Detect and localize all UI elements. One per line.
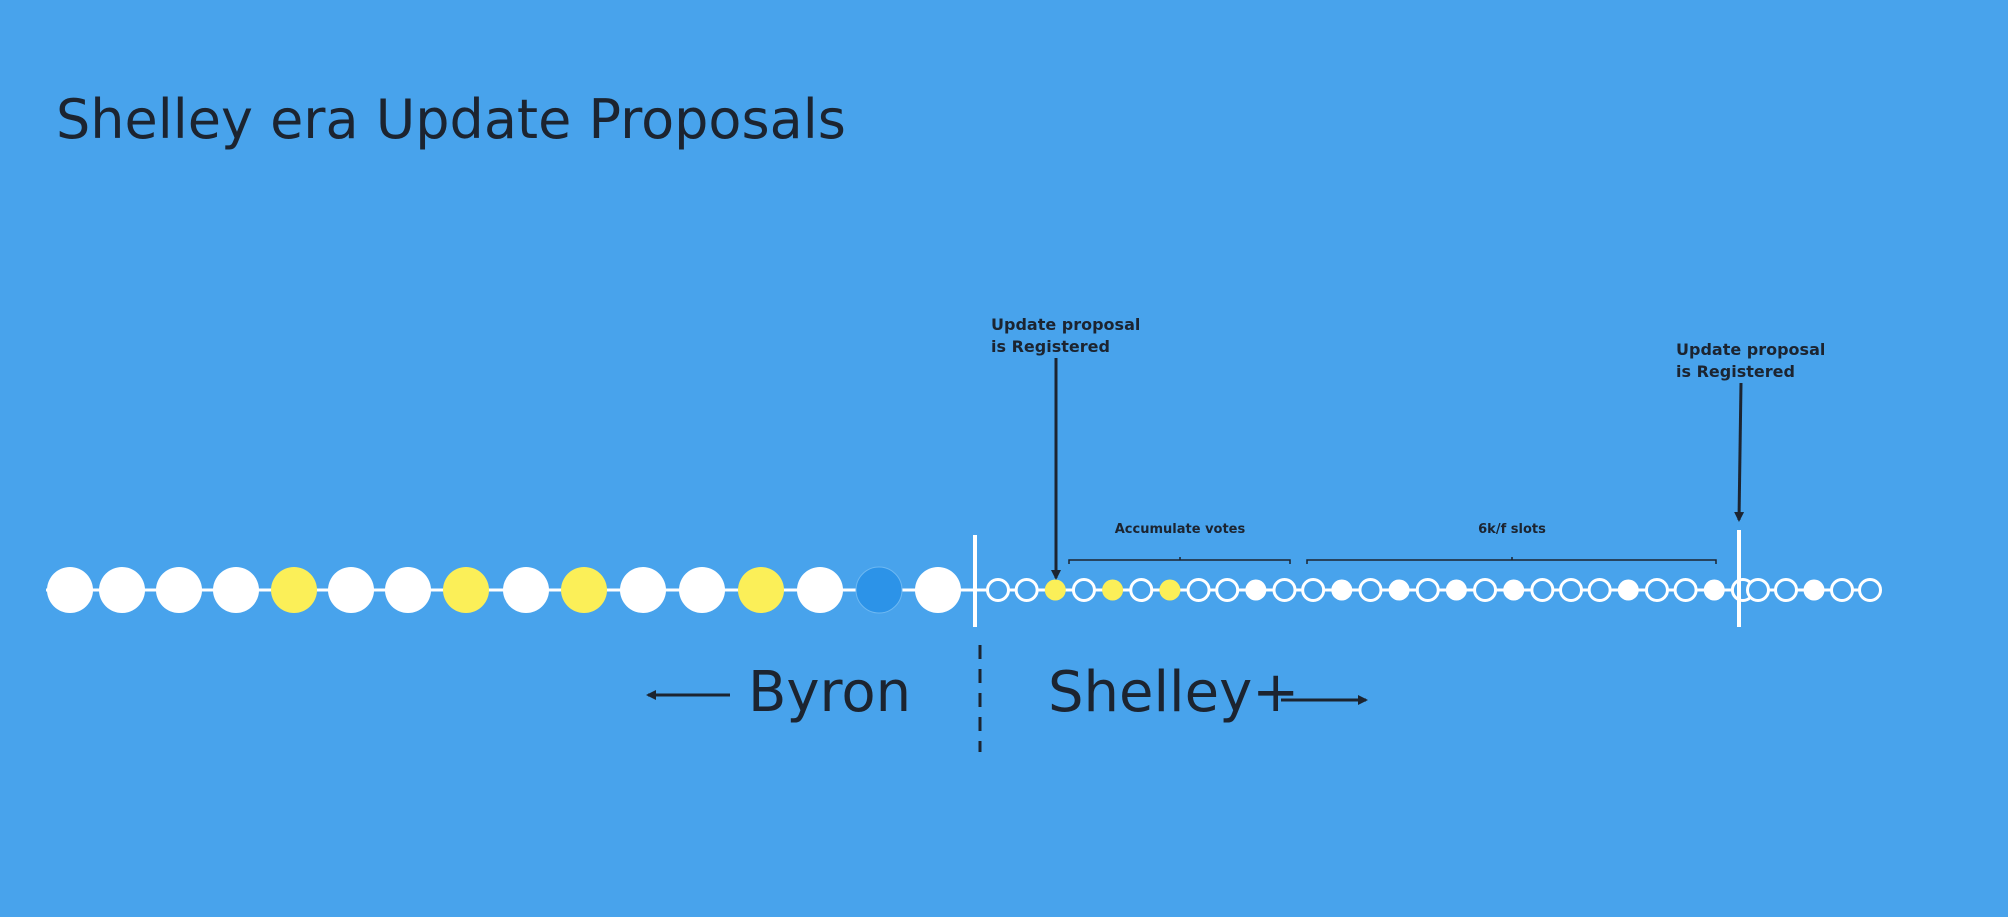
byron-slot-blue: [855, 566, 903, 614]
second-registration-label-line2: is Registered: [1676, 362, 1795, 381]
byron-slot-white: [47, 567, 93, 613]
shelley-slot-empty: [1530, 578, 1555, 602]
shelley-slot-white: [1703, 579, 1725, 601]
shelley-slot-white: [1803, 579, 1825, 601]
shelley-slot-empty: [1358, 578, 1383, 602]
stability-window-brace: [1306, 557, 1717, 564]
shelley-slot-group: [986, 578, 1882, 602]
shelley-slot-empty: [1415, 578, 1440, 602]
byron-slot-white: [679, 567, 725, 613]
byron-slot-white: [620, 567, 666, 613]
page-title: Shelley era Update Proposals: [56, 88, 846, 151]
byron-slot-yellow: [738, 567, 784, 613]
shelley-slot-white: [1617, 579, 1639, 601]
shelley-slot-empty: [1272, 578, 1297, 602]
shelley-slot-empty: [1129, 578, 1154, 602]
first-registration-label-line2: is Registered: [991, 337, 1110, 356]
byron-slot-white: [503, 567, 549, 613]
shelley-slot-white: [1445, 579, 1467, 601]
byron-slot-white: [385, 567, 431, 613]
shelley-slot-yellow: [1044, 579, 1066, 601]
shelley-label: Shelley+: [1048, 660, 1299, 725]
shelley-slot-empty: [1186, 578, 1211, 602]
stability-window-label: 6k/f slots: [1478, 522, 1546, 537]
second-registration-label-line1: Update proposal: [1676, 340, 1825, 359]
shelley-slot-white: [1503, 579, 1525, 601]
byron-slot-white: [213, 567, 259, 613]
shelley-slot-empty: [1215, 578, 1240, 602]
shelley-slot-empty: [1473, 578, 1498, 602]
shelley-slot-empty: [1559, 578, 1583, 602]
second-registration-arrow: [1734, 382, 1745, 522]
accumulate-votes-label: Accumulate votes: [1115, 522, 1246, 537]
shelley-slot-white: [1388, 579, 1410, 601]
first-registration-label-line1: Update proposal: [991, 315, 1140, 334]
byron-slot-yellow: [271, 567, 317, 613]
shelley-slot-empty: [1644, 578, 1669, 602]
shelley-slot-empty: [1858, 578, 1882, 602]
shelley-slot-empty: [1014, 578, 1039, 602]
shelley-slot-empty: [1071, 578, 1096, 602]
shelley-slot-empty: [1673, 578, 1698, 602]
shelley-slot-empty: [1587, 578, 1612, 602]
shelley-slot-yellow: [1159, 579, 1181, 601]
byron-slot-yellow: [561, 567, 607, 613]
byron-slot-white: [99, 567, 145, 613]
shelley-slot-empty: [1830, 578, 1854, 602]
shelley-slot-white: [1331, 579, 1353, 601]
shelley-slot-empty: [1746, 578, 1770, 602]
shelley-slot-yellow: [1102, 579, 1124, 601]
shelley-slot-empty: [1301, 578, 1326, 602]
byron-slot-white: [328, 567, 374, 613]
accumulate-votes-brace: [1068, 557, 1291, 564]
byron-slot-white: [915, 567, 961, 613]
byron-slot-group: [47, 566, 961, 614]
byron-slot-white: [156, 567, 202, 613]
shelley-slot-empty: [1774, 578, 1798, 602]
byron-slot-white: [797, 567, 843, 613]
byron-slot-yellow: [443, 567, 489, 613]
shelley-slot-white: [1245, 579, 1267, 601]
byron-label: Byron: [748, 660, 911, 725]
shelley-slot-empty: [986, 578, 1010, 602]
